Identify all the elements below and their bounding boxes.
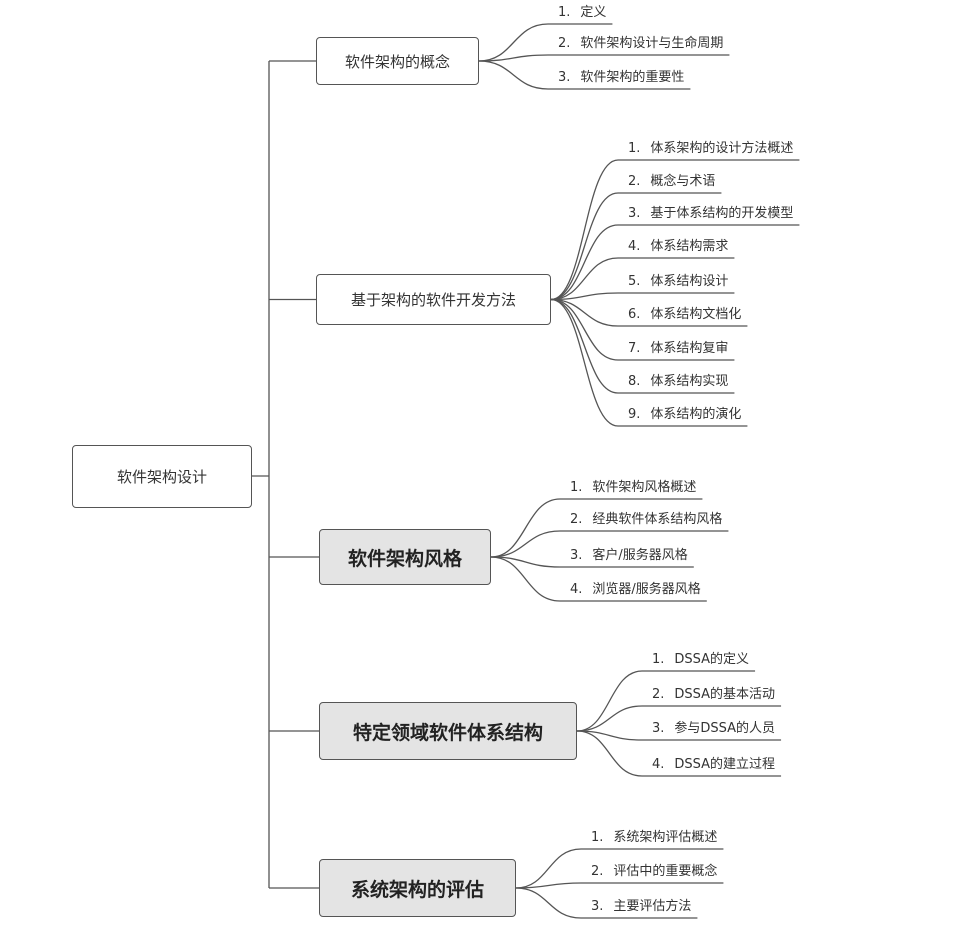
leaf-number: 1.	[628, 141, 641, 156]
leaf-number: 3.	[570, 548, 583, 563]
leaf-label: 客户/服务器风格	[592, 548, 688, 563]
branch-label: 特定领域软件体系结构	[352, 721, 543, 744]
leaf-number: 6.	[628, 307, 641, 322]
leaf-item[interactable]: 9. 体系结构的演化	[628, 407, 741, 426]
leaf-number: 1.	[558, 5, 571, 20]
leaf-item[interactable]: 1. 软件架构风格概述	[570, 480, 696, 499]
leaf-item[interactable]: 1. 定义	[558, 5, 606, 24]
leaf-item[interactable]: 3. 软件架构的重要性	[558, 70, 684, 89]
branch-label: 软件架构风格	[347, 547, 462, 570]
leaf-number: 3.	[591, 899, 604, 914]
leaf-label: 概念与术语	[650, 174, 716, 189]
leaf-item[interactable]: 2. 软件架构设计与生命周期	[558, 36, 723, 55]
leaf-number: 9.	[628, 407, 641, 422]
leaf-number: 7.	[628, 341, 641, 356]
leaf-label: 基于体系结构的开发模型	[650, 206, 794, 221]
leaf-item[interactable]: 3. 主要评估方法	[591, 899, 691, 918]
leaf-item[interactable]: 3. 基于体系结构的开发模型	[628, 206, 793, 225]
leaf-item[interactable]: 2. DSSA的基本活动	[652, 687, 775, 706]
branch-to-leaf-line	[478, 54, 730, 62]
leaf-label: 体系结构复审	[650, 341, 729, 356]
branch-label: 系统架构的评估	[350, 878, 484, 901]
leaf-number: 4.	[570, 582, 583, 597]
leaf-number: 1.	[570, 480, 583, 495]
leaf-label: 评估中的重要概念	[613, 864, 718, 879]
leaf-item[interactable]: 3. 参与DSSA的人员	[652, 721, 775, 740]
leaf-number: 2.	[652, 687, 665, 702]
leaf-label: 体系结构文档化	[650, 307, 742, 322]
leaf-number: 4.	[652, 757, 665, 772]
leaf-item[interactable]: 2. 概念与术语	[628, 174, 715, 193]
branch-node-5[interactable]: 系统架构的评估	[319, 859, 516, 917]
root-node[interactable]: 软件架构设计	[72, 445, 252, 508]
root-label: 软件架构设计	[116, 468, 207, 486]
leaf-item[interactable]: 2. 评估中的重要概念	[591, 864, 717, 883]
leaf-item[interactable]: 4. 浏览器/服务器风格	[570, 582, 701, 601]
branch-to-leaf-line	[550, 292, 735, 301]
leaf-item[interactable]: 6. 体系结构文档化	[628, 307, 741, 326]
leaf-label: 系统架构评估概述	[613, 830, 718, 845]
leaf-number: 5.	[628, 274, 641, 289]
leaf-label: 体系结构需求	[650, 239, 729, 254]
leaf-label: 软件架构的重要性	[580, 70, 685, 85]
branch-to-leaf-line	[515, 882, 724, 889]
branch-label: 基于架构的软件开发方法	[350, 291, 516, 309]
leaf-label: 定义	[580, 5, 607, 20]
leaf-item[interactable]: 3. 客户/服务器风格	[570, 548, 688, 567]
leaf-label: 体系结构实现	[650, 374, 729, 389]
leaf-item[interactable]: 1. DSSA的定义	[652, 652, 749, 671]
leaf-label: 浏览器/服务器风格	[592, 582, 701, 597]
branch-node-3[interactable]: 软件架构风格	[319, 529, 491, 585]
leaf-item[interactable]: 7. 体系结构复审	[628, 341, 728, 360]
leaf-number: 3.	[558, 70, 571, 85]
leaf-label: 主要评估方法	[613, 899, 692, 914]
leaf-number: 4.	[628, 239, 641, 254]
branch-node-1[interactable]: 软件架构的概念	[316, 37, 479, 85]
leaf-number: 2.	[591, 864, 604, 879]
branch-node-2[interactable]: 基于架构的软件开发方法	[316, 274, 551, 325]
leaf-number: 2.	[570, 512, 583, 527]
leaf-number: 2.	[628, 174, 641, 189]
leaf-label: DSSA的定义	[674, 652, 750, 667]
leaf-item[interactable]: 8. 体系结构实现	[628, 374, 728, 393]
branch-label: 软件架构的概念	[344, 52, 450, 71]
leaf-item[interactable]: 5. 体系结构设计	[628, 274, 728, 293]
leaf-label: 体系结构设计	[650, 274, 729, 289]
leaf-number: 1.	[591, 830, 604, 845]
leaf-label: 软件架构设计与生命周期	[580, 36, 724, 51]
leaf-label: DSSA的基本活动	[674, 687, 776, 702]
leaf-item[interactable]: 4. DSSA的建立过程	[652, 757, 775, 776]
leaf-number: 2.	[558, 36, 571, 51]
leaf-item[interactable]: 1. 系统架构评估概述	[591, 830, 717, 849]
leaf-label: 参与DSSA的人员	[674, 721, 776, 736]
branch-node-4[interactable]: 特定领域软件体系结构	[319, 702, 577, 760]
leaf-number: 8.	[628, 374, 641, 389]
leaf-number: 3.	[652, 721, 665, 736]
leaf-item[interactable]: 1. 体系架构的设计方法概述	[628, 141, 793, 160]
leaf-number: 1.	[652, 652, 665, 667]
leaf-item[interactable]: 4. 体系结构需求	[628, 239, 728, 258]
leaf-label: DSSA的建立过程	[674, 757, 776, 772]
leaf-label: 体系架构的设计方法概述	[650, 141, 794, 156]
leaf-item[interactable]: 2. 经典软件体系结构风格	[570, 512, 722, 531]
leaf-label: 软件架构风格概述	[592, 480, 697, 495]
leaf-label: 经典软件体系结构风格	[592, 512, 723, 527]
leaf-number: 3.	[628, 206, 641, 221]
leaf-label: 体系结构的演化	[650, 407, 742, 422]
